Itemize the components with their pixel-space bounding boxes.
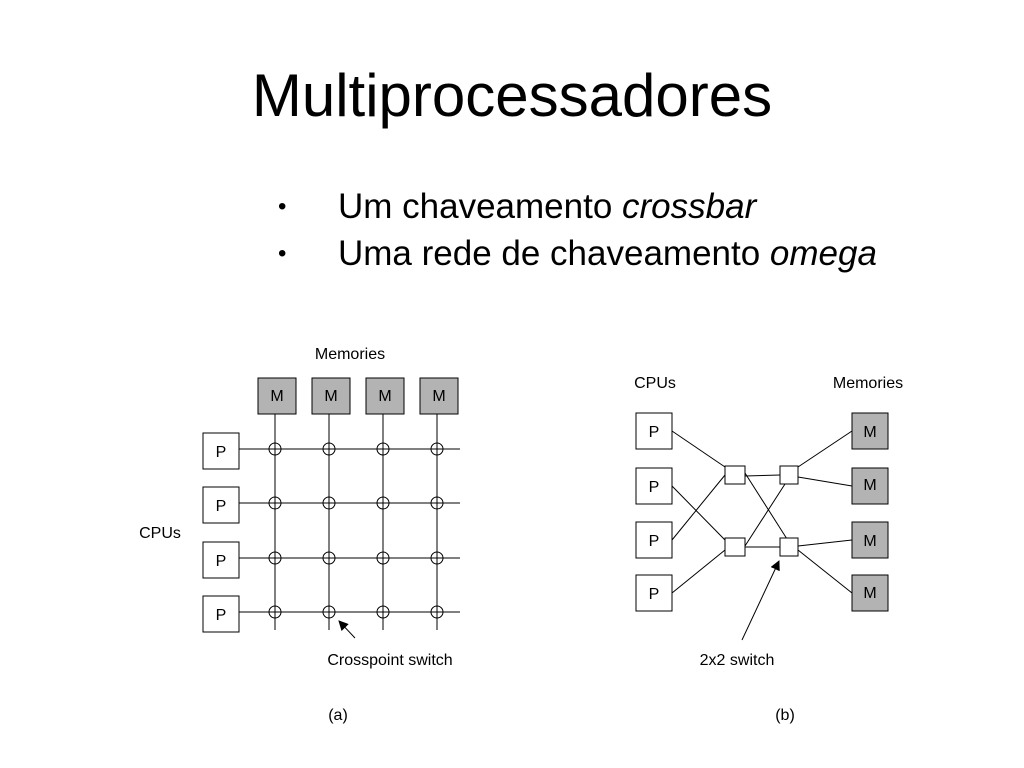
omega-memories-label: Memories <box>833 375 903 392</box>
cpu-label: P <box>216 607 227 624</box>
omega-switch <box>779 537 799 557</box>
cpu-label: P <box>216 498 227 515</box>
omega-cpu-box: P <box>635 521 673 559</box>
bullet-text: Uma rede de chaveamento <box>338 234 770 273</box>
omega-cpu-box: P <box>635 574 673 612</box>
caption-b: (b) <box>775 707 795 724</box>
memory-label: M <box>432 388 445 405</box>
bullet-item: • Uma rede de chaveamento omega <box>278 230 877 277</box>
crosspoint-switches <box>268 442 444 619</box>
bullet-emphasis: crossbar <box>622 187 757 226</box>
omega-switch <box>724 537 746 557</box>
bullet-dot: • <box>278 240 287 267</box>
crossbar-memory-box: M <box>257 377 297 415</box>
crosspoint-switch <box>376 442 390 456</box>
crossbar-memory-box: M <box>365 377 405 415</box>
crosspoint-switch <box>376 496 390 510</box>
crosspoint-switch-label: Crosspoint switch <box>327 652 452 669</box>
crosspoint-arrow <box>338 620 356 639</box>
crossbar-cpu-box: P <box>202 432 240 470</box>
crosspoint-switch <box>376 605 390 619</box>
omega-memory-box: M <box>851 521 889 559</box>
crosspoint-switch <box>430 442 444 456</box>
cpu-label: P <box>216 553 227 570</box>
memory-label: M <box>863 533 876 550</box>
omega-wires <box>671 430 853 594</box>
crosspoint-switch <box>268 442 282 456</box>
crosspoint-switch <box>322 442 336 456</box>
slide-title: Multiprocessadores <box>251 62 773 129</box>
cpu-label: P <box>649 586 660 603</box>
crosspoint-switch <box>268 496 282 510</box>
memory-label: M <box>863 477 876 494</box>
crossbar-cpu-box: P <box>202 595 240 633</box>
bullet-emphasis: omega <box>769 234 877 273</box>
crosspoint-switch <box>322 605 336 619</box>
crosspoint-switch <box>430 605 444 619</box>
crossbar-cpus-label: CPUs <box>139 525 181 542</box>
omega-cpu-box: P <box>635 467 673 505</box>
crosspoint-switch <box>268 605 282 619</box>
memory-label: M <box>270 388 283 405</box>
cpu-label: P <box>649 479 660 496</box>
memory-label: M <box>324 388 337 405</box>
memory-label: M <box>863 424 876 441</box>
bullet-text: Um chaveamento <box>338 187 623 226</box>
crosspoint-switch <box>322 496 336 510</box>
omega-switch <box>724 465 746 485</box>
bullet-dot: • <box>278 193 287 220</box>
crossbar-memory-box: M <box>311 377 351 415</box>
omega-cpus-label: CPUs <box>634 375 676 392</box>
omega-diagram: CPUs Memories P <box>634 375 903 724</box>
crossbar-memories-label: Memories <box>315 346 385 363</box>
crosspoint-switch <box>268 551 282 565</box>
memory-label: M <box>863 585 876 602</box>
crosspoint-switch <box>430 496 444 510</box>
memory-label: M <box>378 388 391 405</box>
crosspoint-switch <box>430 551 444 565</box>
omega-switch-arrow <box>741 560 780 641</box>
crossbar-cpu-box: P <box>202 541 240 579</box>
cpu-label: P <box>216 444 227 461</box>
cpu-label: P <box>649 533 660 550</box>
omega-switch-label: 2x2 switch <box>700 652 775 669</box>
caption-a: (a) <box>328 707 348 724</box>
crossbar-memory-box: M <box>419 377 459 415</box>
omega-switch <box>779 465 799 485</box>
omega-memory-box: M <box>851 467 889 505</box>
omega-memory-box: M <box>851 412 889 450</box>
crossbar-cpu-box: P <box>202 486 240 524</box>
cpu-label: P <box>649 424 660 441</box>
bullet-item: • Um chaveamento crossbar <box>278 183 877 230</box>
crossbar-grid-lines <box>239 414 460 630</box>
omega-memory-box: M <box>851 574 889 612</box>
bullet-list: • Um chaveamento crossbar • Uma rede de … <box>278 183 877 277</box>
crosspoint-switch <box>376 551 390 565</box>
omega-cpu-box: P <box>635 412 673 450</box>
crosspoint-switch <box>322 551 336 565</box>
crossbar-diagram: Memories CPUs M M M M P P <box>139 346 460 724</box>
